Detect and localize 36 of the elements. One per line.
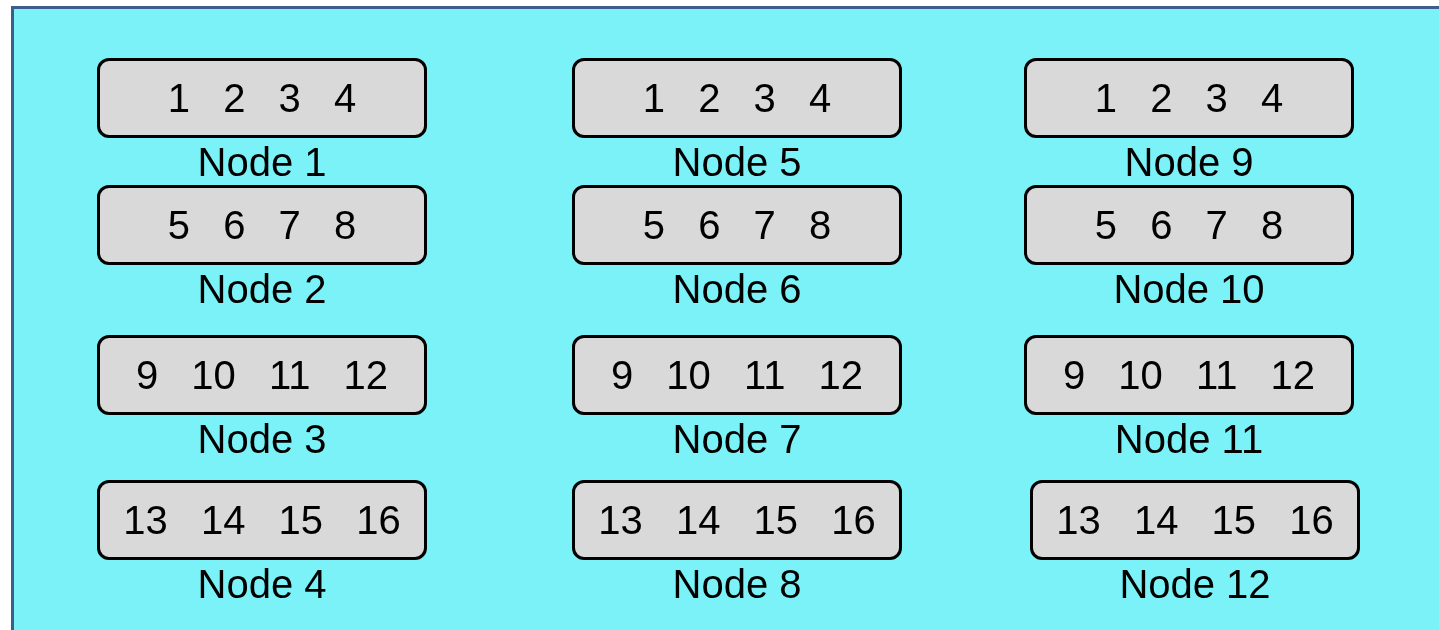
node-box [97, 335, 427, 415]
node-numbers: 9 10 11 12 [1062, 355, 1316, 395]
node-box [1024, 58, 1354, 138]
node-box [1024, 185, 1354, 265]
node-box [572, 185, 902, 265]
node-caption: Node 7 [672, 416, 802, 463]
node-box [97, 58, 427, 138]
node-caption: Node 6 [672, 266, 802, 313]
node-numbers: 9 10 11 12 [135, 355, 389, 395]
node-box [572, 480, 902, 560]
node-caption: Node 2 [197, 266, 327, 313]
node-caption: Node 3 [197, 416, 327, 463]
node-numbers: 13 14 15 16 [123, 500, 401, 540]
node-box [572, 335, 902, 415]
node-caption: Node 4 [197, 561, 327, 608]
node-numbers: 5 6 7 8 [1094, 205, 1284, 245]
node-caption: Node 10 [1113, 266, 1265, 313]
node-caption: Node 9 [1124, 139, 1254, 186]
node-numbers: 9 10 11 12 [610, 355, 864, 395]
node-numbers: 5 6 7 8 [167, 205, 357, 245]
node-numbers: 5 6 7 8 [642, 205, 832, 245]
node-caption: Node 1 [197, 139, 327, 186]
node-numbers: 1 2 3 4 [642, 78, 832, 118]
node-caption: Node 8 [672, 561, 802, 608]
node-caption: Node 11 [1114, 416, 1264, 463]
node-numbers: 13 14 15 16 [1056, 500, 1334, 540]
node-numbers: 1 2 3 4 [167, 78, 357, 118]
node-box [1024, 335, 1354, 415]
node-box [97, 480, 427, 560]
node-box [572, 58, 902, 138]
node-box [1030, 480, 1360, 560]
node-numbers: 13 14 15 16 [598, 500, 876, 540]
node-caption: Node 12 [1119, 561, 1271, 608]
node-box [97, 185, 427, 265]
node-caption: Node 5 [672, 139, 802, 186]
node-numbers: 1 2 3 4 [1094, 78, 1284, 118]
